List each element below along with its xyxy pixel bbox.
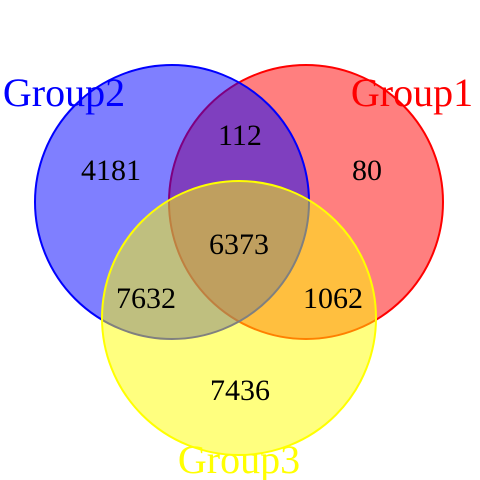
count-group1-group2: 112 <box>218 119 262 152</box>
circle-group3 <box>101 180 377 456</box>
count-group3-only: 7436 <box>210 374 270 407</box>
count-all-three: 6373 <box>209 228 269 261</box>
count-group2-group3: 7632 <box>116 282 176 315</box>
count-group1-group3: 1062 <box>303 282 363 315</box>
set-label-group2: Group2 <box>3 70 125 115</box>
count-group2-only: 4181 <box>81 154 141 187</box>
set-label-group1: Group1 <box>351 70 473 115</box>
set-label-group3: Group3 <box>178 437 300 480</box>
count-group1-only: 80 <box>352 154 382 187</box>
